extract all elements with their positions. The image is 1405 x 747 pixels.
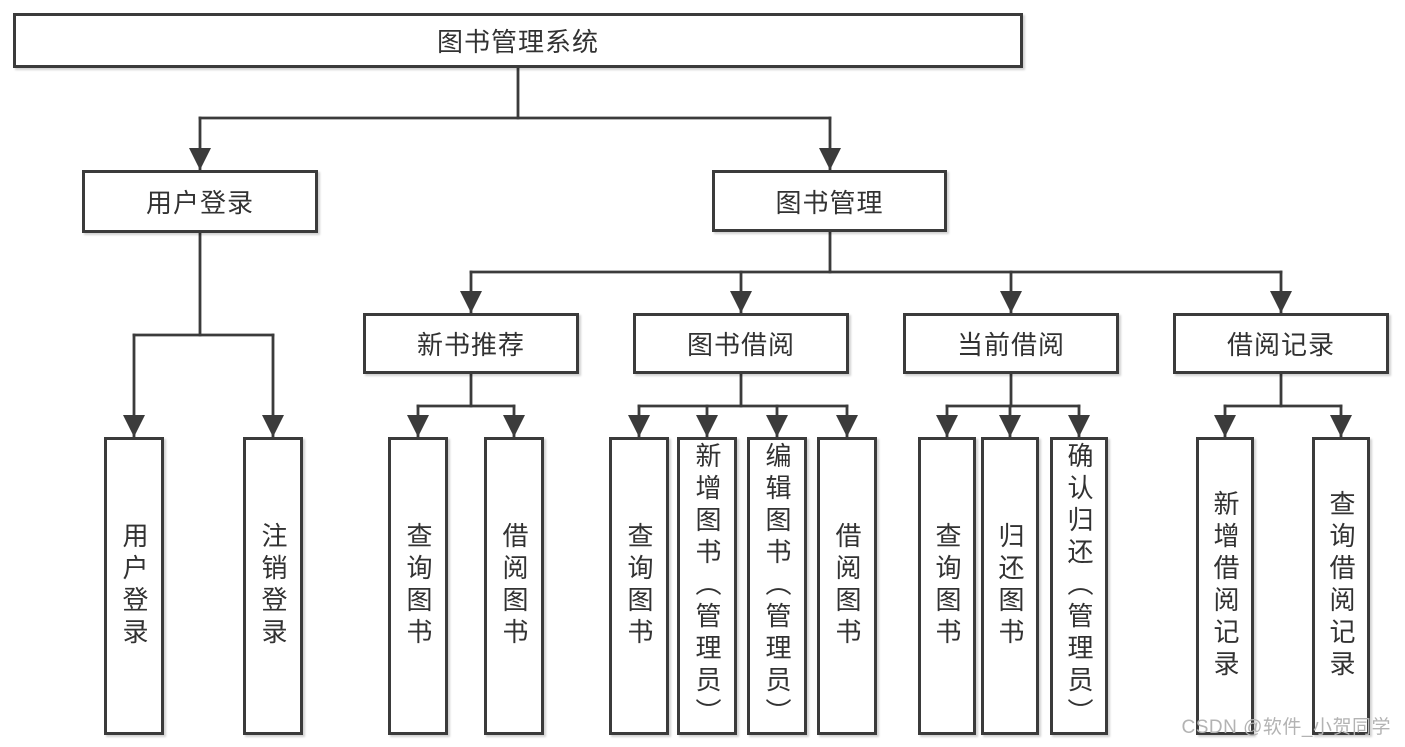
node-user-login-leaf-label: 用户登录 xyxy=(119,522,149,650)
node-logout-leaf-label: 注销登录 xyxy=(258,522,288,650)
node-borrow-book-leaf: 借阅图书 xyxy=(817,437,877,735)
node-query-borrow-record-label: 查询借阅记录 xyxy=(1326,490,1356,682)
node-query-book-borrow-label: 查询图书 xyxy=(624,522,654,650)
node-query-book-borrow: 查询图书 xyxy=(609,437,669,735)
node-return-book-label: 归还图书 xyxy=(995,522,1025,650)
node-book-borrow: 图书借阅 xyxy=(633,313,849,374)
node-user-login-label: 用户登录 xyxy=(145,188,254,218)
node-new-book-recommend-label: 新书推荐 xyxy=(416,330,525,360)
node-new-book-recommend: 新书推荐 xyxy=(363,313,579,374)
node-current-borrow-label: 当前借阅 xyxy=(956,330,1065,360)
node-book-borrow-label: 图书借阅 xyxy=(686,330,795,360)
node-root: 图书管理系统 xyxy=(13,13,1023,68)
node-book-management: 图书管理 xyxy=(712,170,947,232)
node-add-borrow-record-label: 新增借阅记录 xyxy=(1210,490,1240,682)
node-borrow-records: 借阅记录 xyxy=(1173,313,1389,374)
node-return-book: 归还图书 xyxy=(981,437,1039,735)
node-add-book-admin-label: 新增图书（管理员） xyxy=(692,442,722,730)
node-borrow-records-label: 借阅记录 xyxy=(1226,330,1335,360)
node-user-login-leaf: 用户登录 xyxy=(104,437,164,735)
node-query-book-current-label: 查询图书 xyxy=(932,522,962,650)
node-query-book-recommend: 查询图书 xyxy=(388,437,448,735)
watermark: CSDN @软件_小贺同学 xyxy=(1181,717,1391,738)
node-add-book-admin: 新增图书（管理员） xyxy=(677,437,737,735)
node-logout-leaf: 注销登录 xyxy=(243,437,303,735)
node-root-label: 图书管理系统 xyxy=(436,27,599,57)
node-user-login: 用户登录 xyxy=(82,170,318,233)
node-confirm-return-admin-label: 确认归还（管理员） xyxy=(1064,442,1094,730)
node-borrow-book-recommend-label: 借阅图书 xyxy=(499,522,529,650)
node-query-book-current: 查询图书 xyxy=(918,437,976,735)
node-confirm-return-admin: 确认归还（管理员） xyxy=(1050,437,1108,735)
node-query-borrow-record: 查询借阅记录 xyxy=(1312,437,1370,735)
node-edit-book-admin: 编辑图书（管理员） xyxy=(747,437,807,735)
node-query-book-recommend-label: 查询图书 xyxy=(403,522,433,650)
node-book-management-label: 图书管理 xyxy=(775,187,884,218)
node-add-borrow-record: 新增借阅记录 xyxy=(1196,437,1254,735)
node-current-borrow: 当前借阅 xyxy=(903,313,1119,374)
node-borrow-book-leaf-label: 借阅图书 xyxy=(832,522,862,650)
node-borrow-book-recommend: 借阅图书 xyxy=(484,437,544,735)
node-edit-book-admin-label: 编辑图书（管理员） xyxy=(762,442,792,730)
